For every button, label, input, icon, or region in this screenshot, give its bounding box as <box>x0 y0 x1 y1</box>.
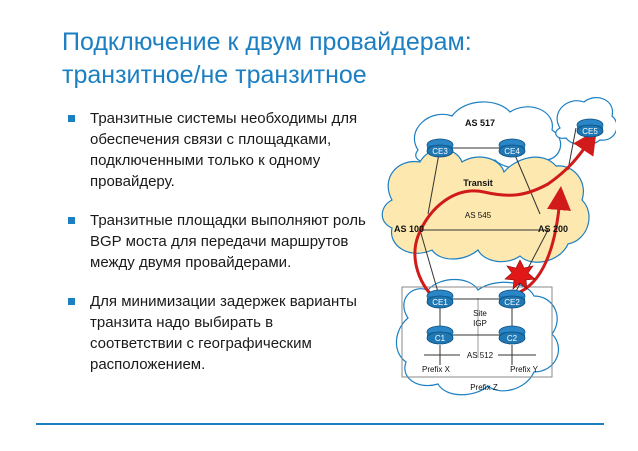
router-label-ce3: CE3 <box>432 147 448 156</box>
bullet-text: Для минимизации задержек варианты транзи… <box>90 293 357 373</box>
site-box <box>401 286 553 378</box>
router-c1: C1 <box>426 325 454 345</box>
router-label-c1: C1 <box>435 334 446 343</box>
router-label-ce5: CE5 <box>582 127 598 136</box>
site-cloud <box>395 279 560 396</box>
page-title: Подключение к двум провайдерам: транзитн… <box>62 26 622 92</box>
router-label-ce1: CE1 <box>432 298 448 307</box>
bullet-text: Транзитные площадки выполняют роль BGP м… <box>90 212 366 271</box>
label-site-igp-2: IGP <box>473 319 487 328</box>
label-as545: AS 545 <box>465 211 492 220</box>
bullet-item: Транзитные системы необходимы для обеспе… <box>66 108 366 192</box>
bullet-item: Транзитные площадки выполняют роль BGP м… <box>66 210 366 273</box>
router-label-ce4: CE4 <box>504 147 520 156</box>
bullet-square-icon <box>68 217 75 224</box>
bullet-text: Транзитные системы необходимы для обеспе… <box>90 110 358 190</box>
router-ce4: CE4 <box>498 138 526 158</box>
transit-path-return <box>519 186 571 294</box>
label-as100: AS 100 <box>394 224 424 234</box>
router-c2: C2 <box>498 325 526 345</box>
label-prefix-x: Prefix X <box>422 365 451 374</box>
router-ce2: CE2 <box>498 289 526 309</box>
bullet-square-icon <box>68 115 75 122</box>
label-prefix-z: Prefix Z <box>470 383 498 392</box>
label-as517: AS 517 <box>465 118 495 128</box>
label-site-igp-1: Site <box>473 309 487 318</box>
label-transit: Transit <box>463 178 493 188</box>
link-failure-icon <box>504 259 536 290</box>
label-as512: AS 512 <box>467 351 494 360</box>
bullet-square-icon <box>68 298 75 305</box>
label-as200: AS 200 <box>538 224 568 234</box>
title-line-2: транзитное/не транзитное <box>62 61 367 89</box>
router-label-ce2: CE2 <box>504 298 520 307</box>
bullet-item: Для минимизации задержек варианты транзи… <box>66 291 366 375</box>
label-prefix-y: Prefix Y <box>510 365 539 374</box>
router-ce3: CE3 <box>426 138 454 158</box>
router-ce5: CE5 <box>576 118 604 138</box>
bottom-rule <box>36 423 604 425</box>
router-ce1: CE1 <box>426 289 454 309</box>
bullet-list: Транзитные системы необходимы для обеспе… <box>66 108 366 393</box>
transit-path <box>413 130 597 305</box>
router-label-c2: C2 <box>507 334 518 343</box>
title-line-1: Подключение к двум провайдерам: <box>62 28 472 56</box>
network-diagram: CE3 CE4 CE5 CE1 CE2 C1 C2 AS 517 Transi <box>381 97 616 396</box>
